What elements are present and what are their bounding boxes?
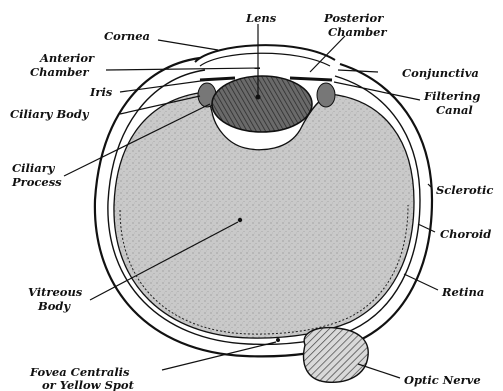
label-iris: Iris	[89, 85, 113, 99]
lens-shape	[212, 76, 312, 132]
label-vitreous-body-2: Body	[37, 299, 71, 313]
leader-cornea	[158, 40, 218, 50]
vitreous-marker	[238, 218, 242, 222]
label-retina: Retina	[441, 285, 484, 299]
fovea-marker	[276, 338, 280, 342]
label-fovea-centralis-2: or Yellow Spot	[42, 378, 135, 391]
label-ciliary-process-1: Ciliary	[12, 161, 56, 175]
iris-left	[200, 78, 235, 80]
iris-right	[290, 78, 332, 80]
label-optic-nerve: Optic Nerve	[404, 373, 481, 387]
optic-nerve-shape	[304, 328, 369, 383]
label-ciliary-process-2: Process	[11, 175, 62, 189]
label-sclerotic: Sclerotic	[436, 183, 493, 197]
label-posterior-chamber-2: Chamber	[328, 25, 387, 39]
label-lens: Lens	[245, 11, 277, 25]
label-fovea-centralis-1: Fovea Centralis	[29, 365, 130, 379]
label-choroid: Choroid	[440, 227, 491, 241]
leader-posterior-chamber	[310, 36, 345, 72]
label-filtering-canal-1: Filtering	[423, 89, 480, 103]
cornea-inner	[200, 53, 330, 66]
label-posterior-chamber-1: Posterior	[323, 11, 384, 25]
label-filtering-canal-2: Canal	[436, 103, 473, 117]
leader-anterior-chamber	[106, 68, 260, 70]
label-cornea: Cornea	[104, 29, 150, 43]
leader-choroid	[418, 224, 435, 232]
label-ciliary-body: Ciliary Body	[10, 107, 90, 121]
label-anterior-chamber-2: Chamber	[30, 65, 89, 79]
label-conjunctiva: Conjunctiva	[402, 66, 479, 80]
leader-optic-nerve	[358, 364, 400, 378]
label-vitreous-body-1: Vitreous	[28, 285, 83, 299]
leader-iris	[120, 80, 208, 92]
leader-retina	[404, 274, 438, 290]
label-anterior-chamber-1: Anterior	[39, 51, 95, 65]
ciliary-body-right	[317, 83, 335, 107]
